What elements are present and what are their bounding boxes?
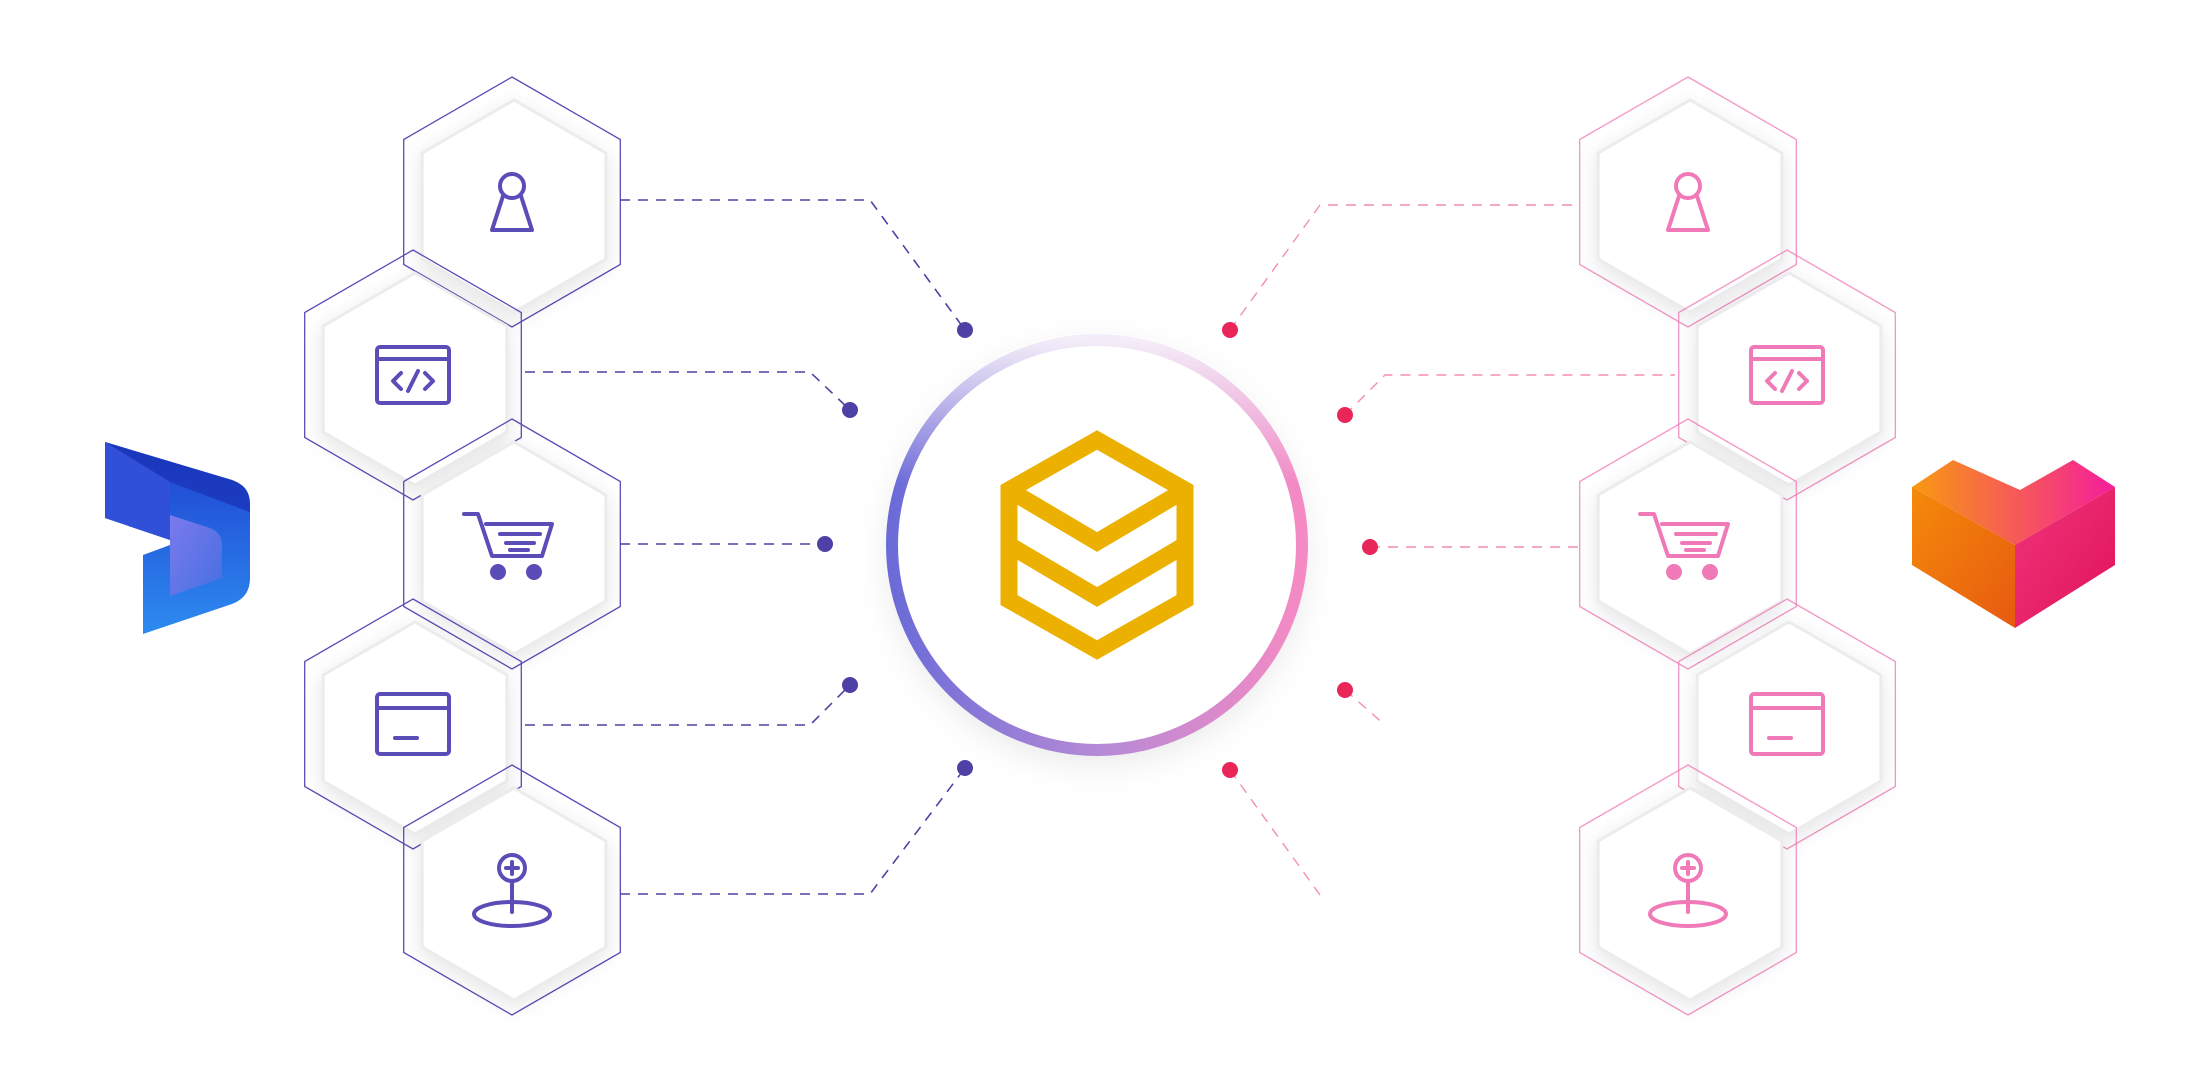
hex-tile [403, 764, 621, 1016]
hex-tile [1579, 764, 1797, 1016]
connector-line [1344, 374, 1675, 416]
hex-tile [403, 418, 621, 670]
hex-tile [1678, 598, 1896, 850]
hex-tile [304, 249, 522, 501]
layered-cube-logo [1000, 430, 1194, 660]
hex-tile [304, 598, 522, 850]
location-pin-icon [1648, 853, 1728, 928]
card-window-icon [1749, 692, 1825, 756]
connector-line [1344, 689, 1386, 726]
connector-line [620, 767, 966, 895]
person-icon [490, 172, 534, 232]
connector-line [525, 684, 851, 726]
shopping-cart-icon [462, 512, 554, 580]
connector-line [620, 199, 966, 331]
hex-tile [403, 76, 621, 328]
center-hub [885, 333, 1309, 757]
hex-tile [1579, 76, 1797, 328]
right-connector-dots [1222, 322, 1378, 778]
connector-dot [842, 677, 858, 693]
card-window-icon [375, 692, 451, 756]
location-pin-icon [472, 853, 552, 928]
heart-cube-logo [1912, 460, 2115, 628]
person-icon [1666, 172, 1710, 232]
connector-dot [842, 402, 858, 418]
left-connectors [525, 199, 966, 895]
code-window-icon [1749, 345, 1825, 405]
code-window-icon [375, 345, 451, 405]
connector-dot [1337, 407, 1353, 423]
connector-dot [957, 322, 973, 338]
left-hex-column [304, 76, 621, 1016]
connector-dot [1337, 682, 1353, 698]
dynamics-365-logo [105, 442, 250, 634]
connector-line [1229, 204, 1578, 331]
hex-tile [1678, 249, 1896, 501]
hex-tile [1579, 418, 1797, 670]
connector-dot [817, 536, 833, 552]
left-connector-dots [817, 322, 973, 776]
right-connectors [1229, 204, 1675, 896]
right-hex-column [1579, 76, 1896, 1016]
connector-line [1229, 769, 1321, 896]
shopping-cart-icon [1638, 512, 1730, 580]
connector-dot [957, 760, 973, 776]
connector-line [525, 371, 851, 411]
connector-dot [1222, 322, 1238, 338]
connector-dot [1222, 762, 1238, 778]
connector-dot [1362, 539, 1378, 555]
